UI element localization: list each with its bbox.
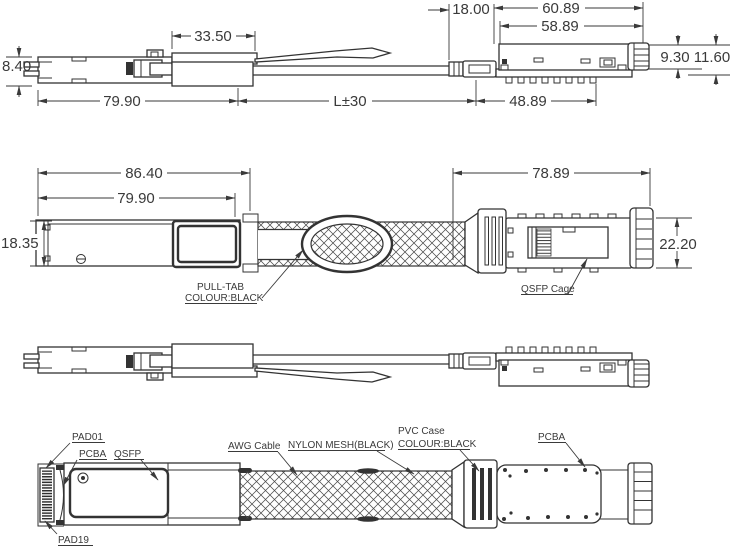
label-pull-tab-colour: COLOUR:BLACK bbox=[185, 293, 264, 304]
view-bottom-plan-drawing bbox=[37, 459, 653, 529]
dim-plug-length-top: 79.90 bbox=[103, 93, 141, 110]
label-qsfp: QSFP bbox=[114, 449, 142, 460]
label-nylon-mesh: NYLON MESH(BLACK) bbox=[288, 440, 394, 451]
dim-cage-offset: 18.00 bbox=[452, 1, 490, 18]
dim-overall-with-tab: 86.40 bbox=[125, 165, 163, 182]
label-awg-cable: AWG Cable bbox=[228, 441, 281, 452]
dim-cage-assembly-height: 22.20 bbox=[659, 236, 697, 253]
label-qsfp-cage: QSFP Cage bbox=[521, 284, 575, 295]
view-bottom-plan-labels: PAD01 PCBA QSFP AWG Cable NYLON MESH(BLA… bbox=[44, 426, 586, 546]
dim-plug-length-middle: 79.90 bbox=[117, 190, 155, 207]
label-pull-tab: PULL-TAB bbox=[197, 282, 244, 293]
dim-cable-length: L±30 bbox=[333, 93, 366, 110]
label-pad01: PAD01 bbox=[72, 432, 103, 443]
label-pad19: PAD19 bbox=[58, 535, 89, 546]
label-pvc-case: PVC Case bbox=[398, 426, 445, 437]
dim-plug-height-middle: 18.35 bbox=[1, 235, 39, 252]
view-middle-side-dimensions: 86.40 79.90 18.35 78.89 22.20 bbox=[0, 165, 700, 269]
dim-cage-assembly-length: 78.89 bbox=[532, 165, 570, 182]
label-pcba-right: PCBA bbox=[538, 432, 566, 443]
view-middle-side-drawing bbox=[35, 207, 654, 275]
dim-cage-height-inner: 9.30 bbox=[660, 49, 689, 66]
dim-cage-height-outer: 11.60 bbox=[694, 49, 730, 66]
view-middle-side-labels: PULL-TAB COLOUR:BLACK QSFP Cage bbox=[185, 249, 588, 304]
view-flipped-side-drawing bbox=[23, 343, 650, 388]
dim-cage-overall: 60.89 bbox=[542, 0, 580, 17]
label-pvc-case-colour: COLOUR:BLACK bbox=[398, 439, 477, 450]
label-pcba-left: PCBA bbox=[79, 449, 107, 460]
dim-plug-height: 8.40 bbox=[2, 58, 31, 75]
dim-cage-body: 58.89 bbox=[541, 18, 579, 35]
view-top-side-drawing bbox=[23, 42, 650, 87]
view-top-side-dimensions: 8.40 33.50 79.90 L±30 48.89 18.00 60.89 bbox=[2, 0, 730, 110]
dim-tab-section: 33.50 bbox=[194, 28, 232, 45]
dim-cage-section: 48.89 bbox=[509, 93, 547, 110]
